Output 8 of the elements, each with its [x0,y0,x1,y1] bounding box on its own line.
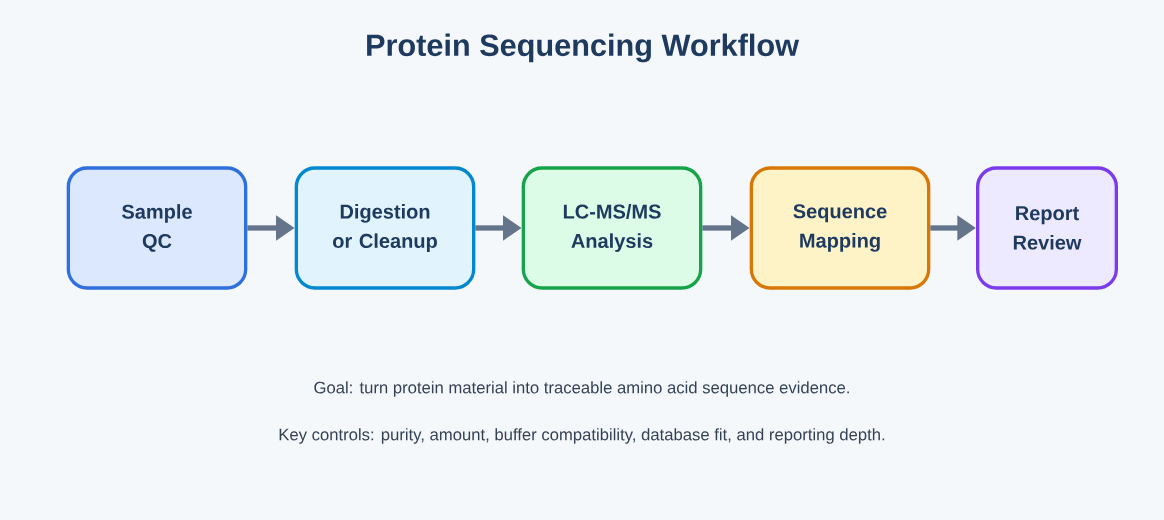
process-box: Sample QC [66,166,248,290]
note-text: Key controls: purity, amount, buffer compatibility, database fit, and reporting depth. [279,428,885,444]
title: Protein Sequencing Workflow [367,33,800,63]
process-box: Digestion or Cleanup [294,166,476,290]
note-text: Goal: turn protein material into traceable amino acid sequence evidence. [314,381,849,397]
process-box: LC-MS/MS Analysis [521,166,703,290]
process-box: Sequence Mapping [749,166,931,290]
process-box: Report Review [976,166,1118,290]
